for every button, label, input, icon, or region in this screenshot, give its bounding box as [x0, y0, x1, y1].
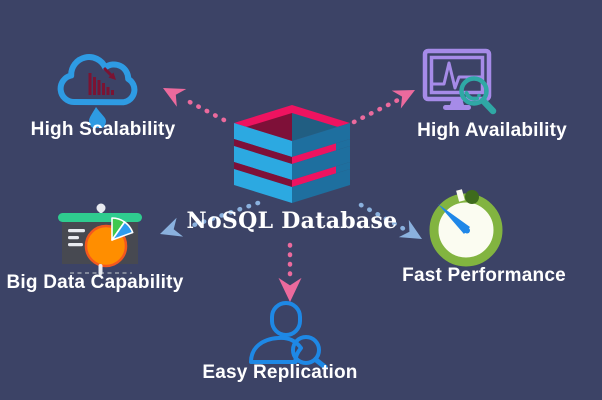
arrow-to-high-scalability	[158, 79, 227, 123]
database-icon	[234, 105, 350, 203]
feature-label-big-data-capability: Big Data Capability	[6, 272, 184, 293]
cloud-decline-chart-icon	[57, 54, 138, 128]
monitor-pulse-magnifier-icon	[422, 48, 497, 115]
arrow-to-high-availability	[351, 81, 420, 125]
presentation-pie-chart-icon	[58, 203, 142, 275]
feature-label-fast-performance: Fast Performance	[402, 265, 566, 286]
feature-label-high-availability: High Availability	[417, 120, 567, 141]
diagram-title: NoSQL Database	[186, 208, 398, 234]
feature-label-easy-replication: Easy Replication	[202, 362, 358, 383]
stopwatch-icon	[429, 189, 503, 267]
arrow-to-easy-replication	[278, 242, 302, 302]
person-magnifier-icon	[249, 301, 328, 370]
feature-label-high-scalability: High Scalability	[30, 119, 176, 140]
